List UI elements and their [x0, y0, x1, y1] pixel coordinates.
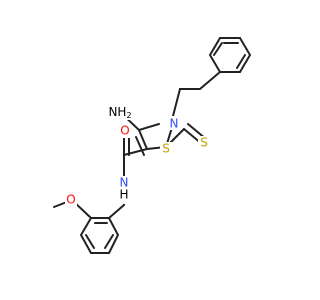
- carboxamide-bond: [123, 148, 148, 156]
- amino-label: NH2: [108, 105, 131, 120]
- atom-labels: NH2 N S S O N H O: [65, 104, 210, 207]
- amide-nitrogen-label: N: [120, 176, 129, 190]
- ether-oxygen-bg: [65, 193, 77, 207]
- amino-subscript: 2: [126, 111, 131, 120]
- ring-nitrogen-label: N: [170, 117, 179, 131]
- phenyl-ring-top-double-3: [213, 42, 223, 56]
- amide-hydrogen-label: H: [119, 188, 128, 202]
- ring-nitrogen-bg: [168, 116, 180, 130]
- phenyl-ring-bottom-double-3: [104, 234, 114, 249]
- ether-oxygen-label: O: [66, 193, 75, 207]
- ring-sulfur-label: S: [162, 142, 170, 156]
- amino-label-bg: [106, 104, 136, 120]
- bond-lines: [53, 37, 252, 254]
- phenyl-ring-top: [208, 37, 252, 73]
- ring-sulfur-bg: [160, 142, 172, 156]
- phenethyl-chain: [172, 71, 221, 117]
- thiazole-ring-double-bond: [135, 136, 145, 156]
- phenyl-ring-top-double-2: [236, 54, 246, 69]
- molecule-svg: NH2 N S S O N H O: [53, 37, 252, 254]
- thione-sulfur-label: S: [200, 136, 208, 150]
- carbonyl-oxygen-bg: [119, 124, 131, 138]
- amide-nitrogen-bg: [117, 176, 131, 204]
- chemical-structure: NH2 N S S O N H O: [53, 37, 252, 254]
- carbonyl-oxygen-label: O: [120, 124, 129, 138]
- amino-main: NH: [108, 105, 126, 119]
- thione-sulfur-bg: [198, 136, 210, 150]
- phenyl-ring-bottom-double-2: [85, 234, 95, 249]
